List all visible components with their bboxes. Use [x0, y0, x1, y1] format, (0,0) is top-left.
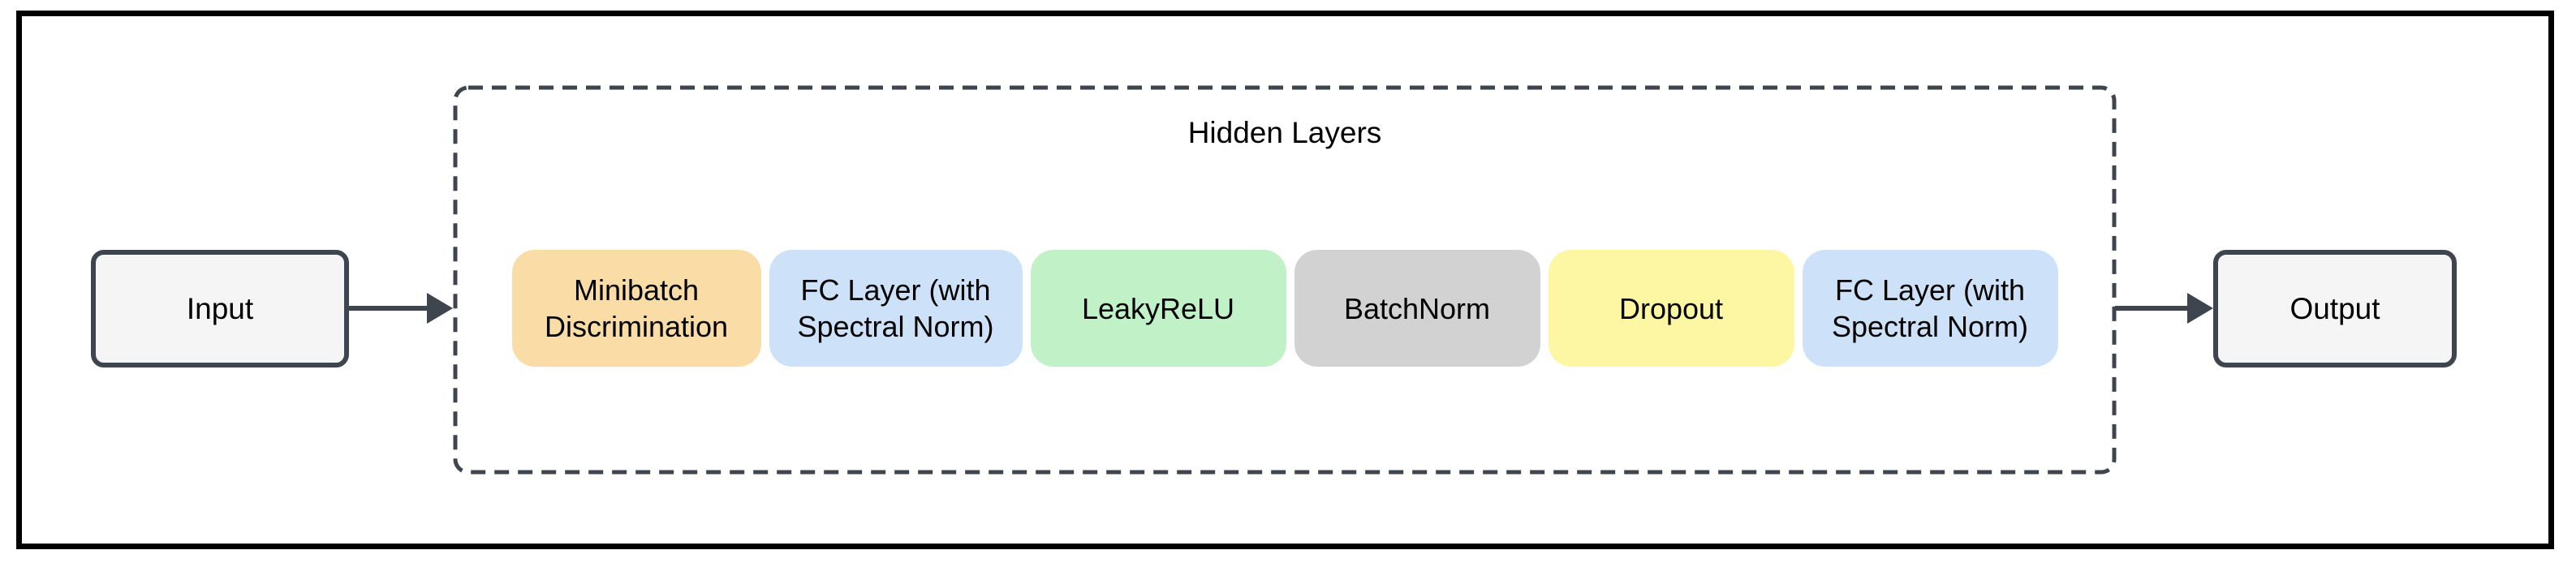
layer-fc-spectral-norm-2: FC Layer (with Spectral Norm)	[1802, 250, 2058, 367]
hidden-layers-row: Minibatch Discrimination FC Layer (with …	[453, 250, 2117, 367]
input-node: Input	[91, 250, 349, 367]
arrow-input-to-hidden-line	[349, 306, 427, 311]
diagram-frame-border	[16, 11, 2554, 549]
layer-leakyrelu: LeakyReLU	[1030, 250, 1286, 367]
arrow-hidden-to-output-line	[2115, 306, 2188, 311]
hidden-layers-title: Hidden Layers	[1187, 116, 1382, 149]
input-node-label: Input	[186, 291, 254, 325]
layer-batchnorm: BatchNorm	[1294, 250, 1540, 367]
layer-fc-spectral-norm-1: FC Layer (with Spectral Norm)	[769, 250, 1023, 367]
dashed-border-rect	[453, 85, 2117, 475]
arrow-input-to-hidden-head-icon	[427, 293, 453, 324]
output-node: Output	[2213, 250, 2457, 367]
dashed-border	[453, 85, 2117, 475]
arrow-hidden-to-output-head-icon	[2187, 293, 2213, 324]
output-node-label: Output	[2290, 291, 2380, 325]
hidden-layers-group: Hidden Layers Minibatch Discrimination F…	[453, 85, 2117, 475]
layer-minibatch-discrimination: Minibatch Discrimination	[511, 250, 761, 367]
layer-dropout: Dropout	[1548, 250, 1794, 367]
